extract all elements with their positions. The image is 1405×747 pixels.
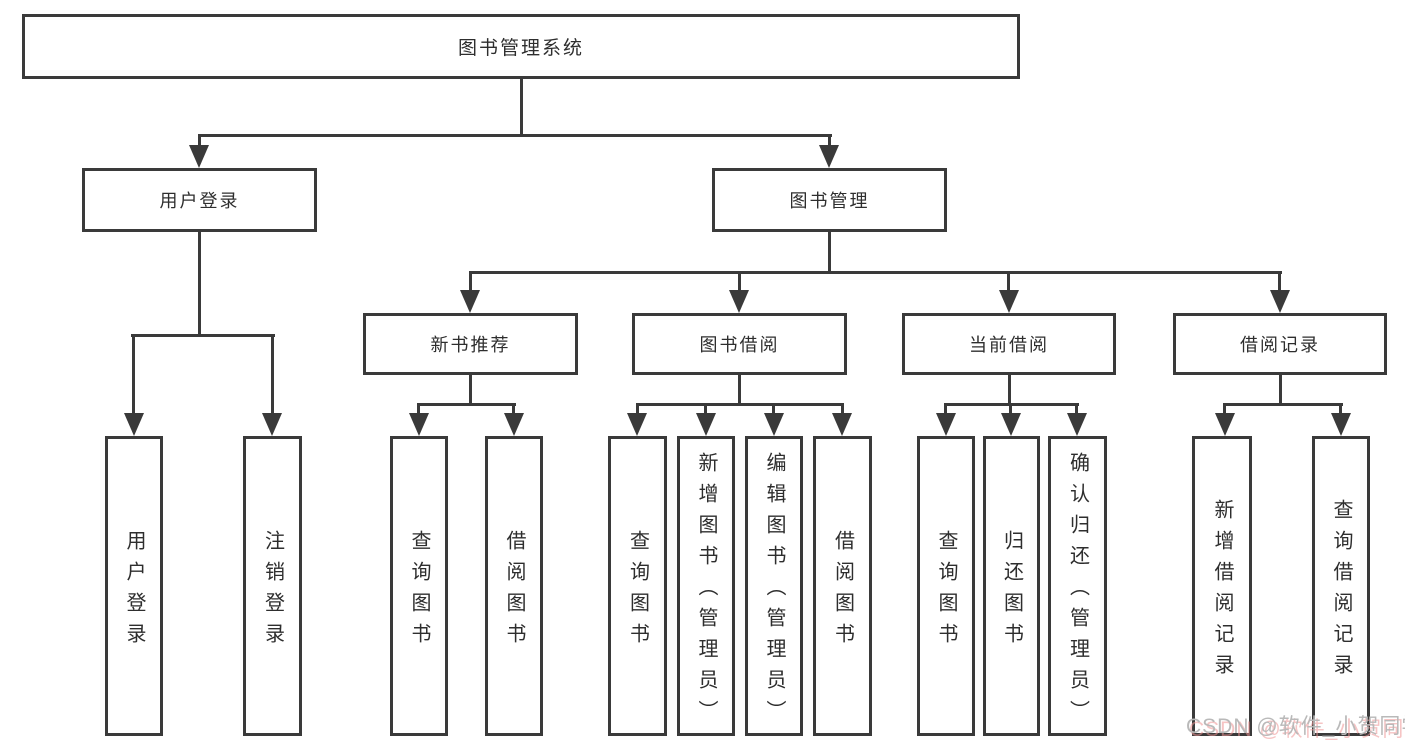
connector-line	[1339, 403, 1342, 416]
connector-line	[198, 134, 832, 137]
leaf-query-borrow-record: 查询借阅记录	[1312, 436, 1370, 736]
leaf-label: 归还图书	[1000, 529, 1023, 654]
leaf-label: 新增借阅记录	[1211, 498, 1233, 685]
node-new-book-recommend: 新书推荐	[363, 313, 578, 375]
csdn-watermark: CSDN @软件_小贺同学	[1186, 715, 1405, 738]
node-label: 图书借阅	[699, 335, 780, 355]
connector-line	[512, 403, 515, 416]
connector-line	[945, 403, 1079, 406]
arrowhead-down-icon	[1331, 413, 1351, 436]
node-library-management-system: 图书管理系统	[22, 14, 1020, 79]
leaf-user-login: 用户登录	[105, 436, 163, 736]
leaf-label: 查询借阅记录	[1330, 498, 1352, 685]
leaf-add-borrow-record: 新增借阅记录	[1192, 436, 1252, 736]
node-label: 新书推荐	[430, 335, 511, 355]
connector-line	[828, 134, 831, 148]
arrowhead-down-icon	[832, 413, 852, 436]
connector-line	[271, 334, 274, 416]
connector-line	[198, 232, 201, 337]
connector-line	[636, 403, 844, 406]
connector-line	[469, 271, 1282, 274]
node-book-borrowing: 图书借阅	[632, 313, 847, 375]
leaf-label: 查询图书	[408, 529, 430, 654]
connector-line	[132, 334, 135, 416]
leaf-query-books-1: 查询图书	[390, 436, 448, 736]
connector-line	[1223, 403, 1226, 416]
connector-line	[1009, 403, 1012, 416]
node-current-borrowing: 当前借阅	[902, 313, 1116, 375]
arrowhead-down-icon	[999, 290, 1019, 313]
connector-line	[738, 271, 741, 293]
connector-line	[636, 403, 639, 416]
connector-line	[417, 403, 420, 416]
leaf-add-book-admin: 新增图书（管理员）	[677, 436, 735, 736]
connector-line	[469, 375, 472, 406]
connector-line	[469, 271, 472, 293]
leaf-query-books-3: 查询图书	[917, 436, 975, 736]
connector-line	[944, 403, 947, 416]
connector-line	[198, 134, 201, 148]
connector-line	[772, 403, 775, 416]
connector-line	[738, 375, 741, 406]
node-label: 图书管理系统	[457, 38, 584, 59]
leaf-borrow-books-1: 借阅图书	[485, 436, 543, 736]
leaf-edit-book-admin: 编辑图书（管理员）	[745, 436, 803, 736]
leaf-logout: 注销登录	[243, 436, 302, 736]
leaf-label: 确认归还（管理员）	[1066, 452, 1089, 731]
leaf-label: 注销登录	[261, 529, 284, 654]
arrowhead-down-icon	[504, 413, 524, 436]
connector-line	[1278, 271, 1281, 293]
arrowhead-down-icon	[1270, 290, 1290, 313]
arrowhead-down-icon	[124, 413, 144, 436]
connector-line	[828, 232, 831, 274]
arrowhead-down-icon	[409, 413, 429, 436]
leaf-label: 编辑图书（管理员）	[763, 452, 785, 731]
connector-line	[1075, 403, 1078, 416]
arrowhead-down-icon	[262, 413, 282, 436]
connector-line	[841, 403, 844, 416]
leaf-label: 查询图书	[935, 529, 957, 654]
arrowhead-down-icon	[936, 413, 956, 436]
leaf-borrow-books-2: 借阅图书	[813, 436, 872, 736]
node-label: 借阅记录	[1240, 335, 1320, 355]
connector-line	[1224, 403, 1343, 406]
leaf-label: 借阅图书	[831, 529, 854, 654]
leaf-query-books-2: 查询图书	[608, 436, 667, 736]
arrowhead-down-icon	[1067, 413, 1087, 436]
leaf-label: 借阅图书	[503, 529, 525, 654]
connector-line	[520, 79, 523, 137]
arrowhead-down-icon	[1001, 413, 1021, 436]
leaf-confirm-return-admin: 确认归还（管理员）	[1048, 436, 1107, 736]
connector-line	[131, 334, 275, 337]
node-user-login: 用户登录	[82, 168, 317, 232]
leaf-return-book: 归还图书	[983, 436, 1040, 736]
leaf-label: 新增图书（管理员）	[695, 452, 717, 731]
connector-line	[704, 403, 707, 416]
arrowhead-down-icon	[627, 413, 647, 436]
leaf-label: 查询图书	[626, 529, 649, 654]
connector-line	[1008, 375, 1011, 406]
node-label: 图书管理	[789, 191, 870, 211]
arrowhead-down-icon	[696, 413, 716, 436]
arrowhead-down-icon	[1215, 413, 1235, 436]
arrowhead-down-icon	[764, 413, 784, 436]
node-label: 当前借阅	[969, 335, 1049, 355]
arrowhead-down-icon	[189, 145, 209, 168]
connector-line	[1279, 375, 1282, 406]
connector-line	[418, 403, 516, 406]
arrowhead-down-icon	[729, 290, 749, 313]
node-borrowing-records: 借阅记录	[1173, 313, 1387, 375]
node-book-management: 图书管理	[712, 168, 947, 232]
node-label: 用户登录	[159, 191, 240, 211]
arrowhead-down-icon	[460, 290, 480, 313]
connector-line	[1007, 271, 1010, 293]
leaf-label: 用户登录	[123, 529, 145, 654]
arrowhead-down-icon	[819, 145, 839, 168]
